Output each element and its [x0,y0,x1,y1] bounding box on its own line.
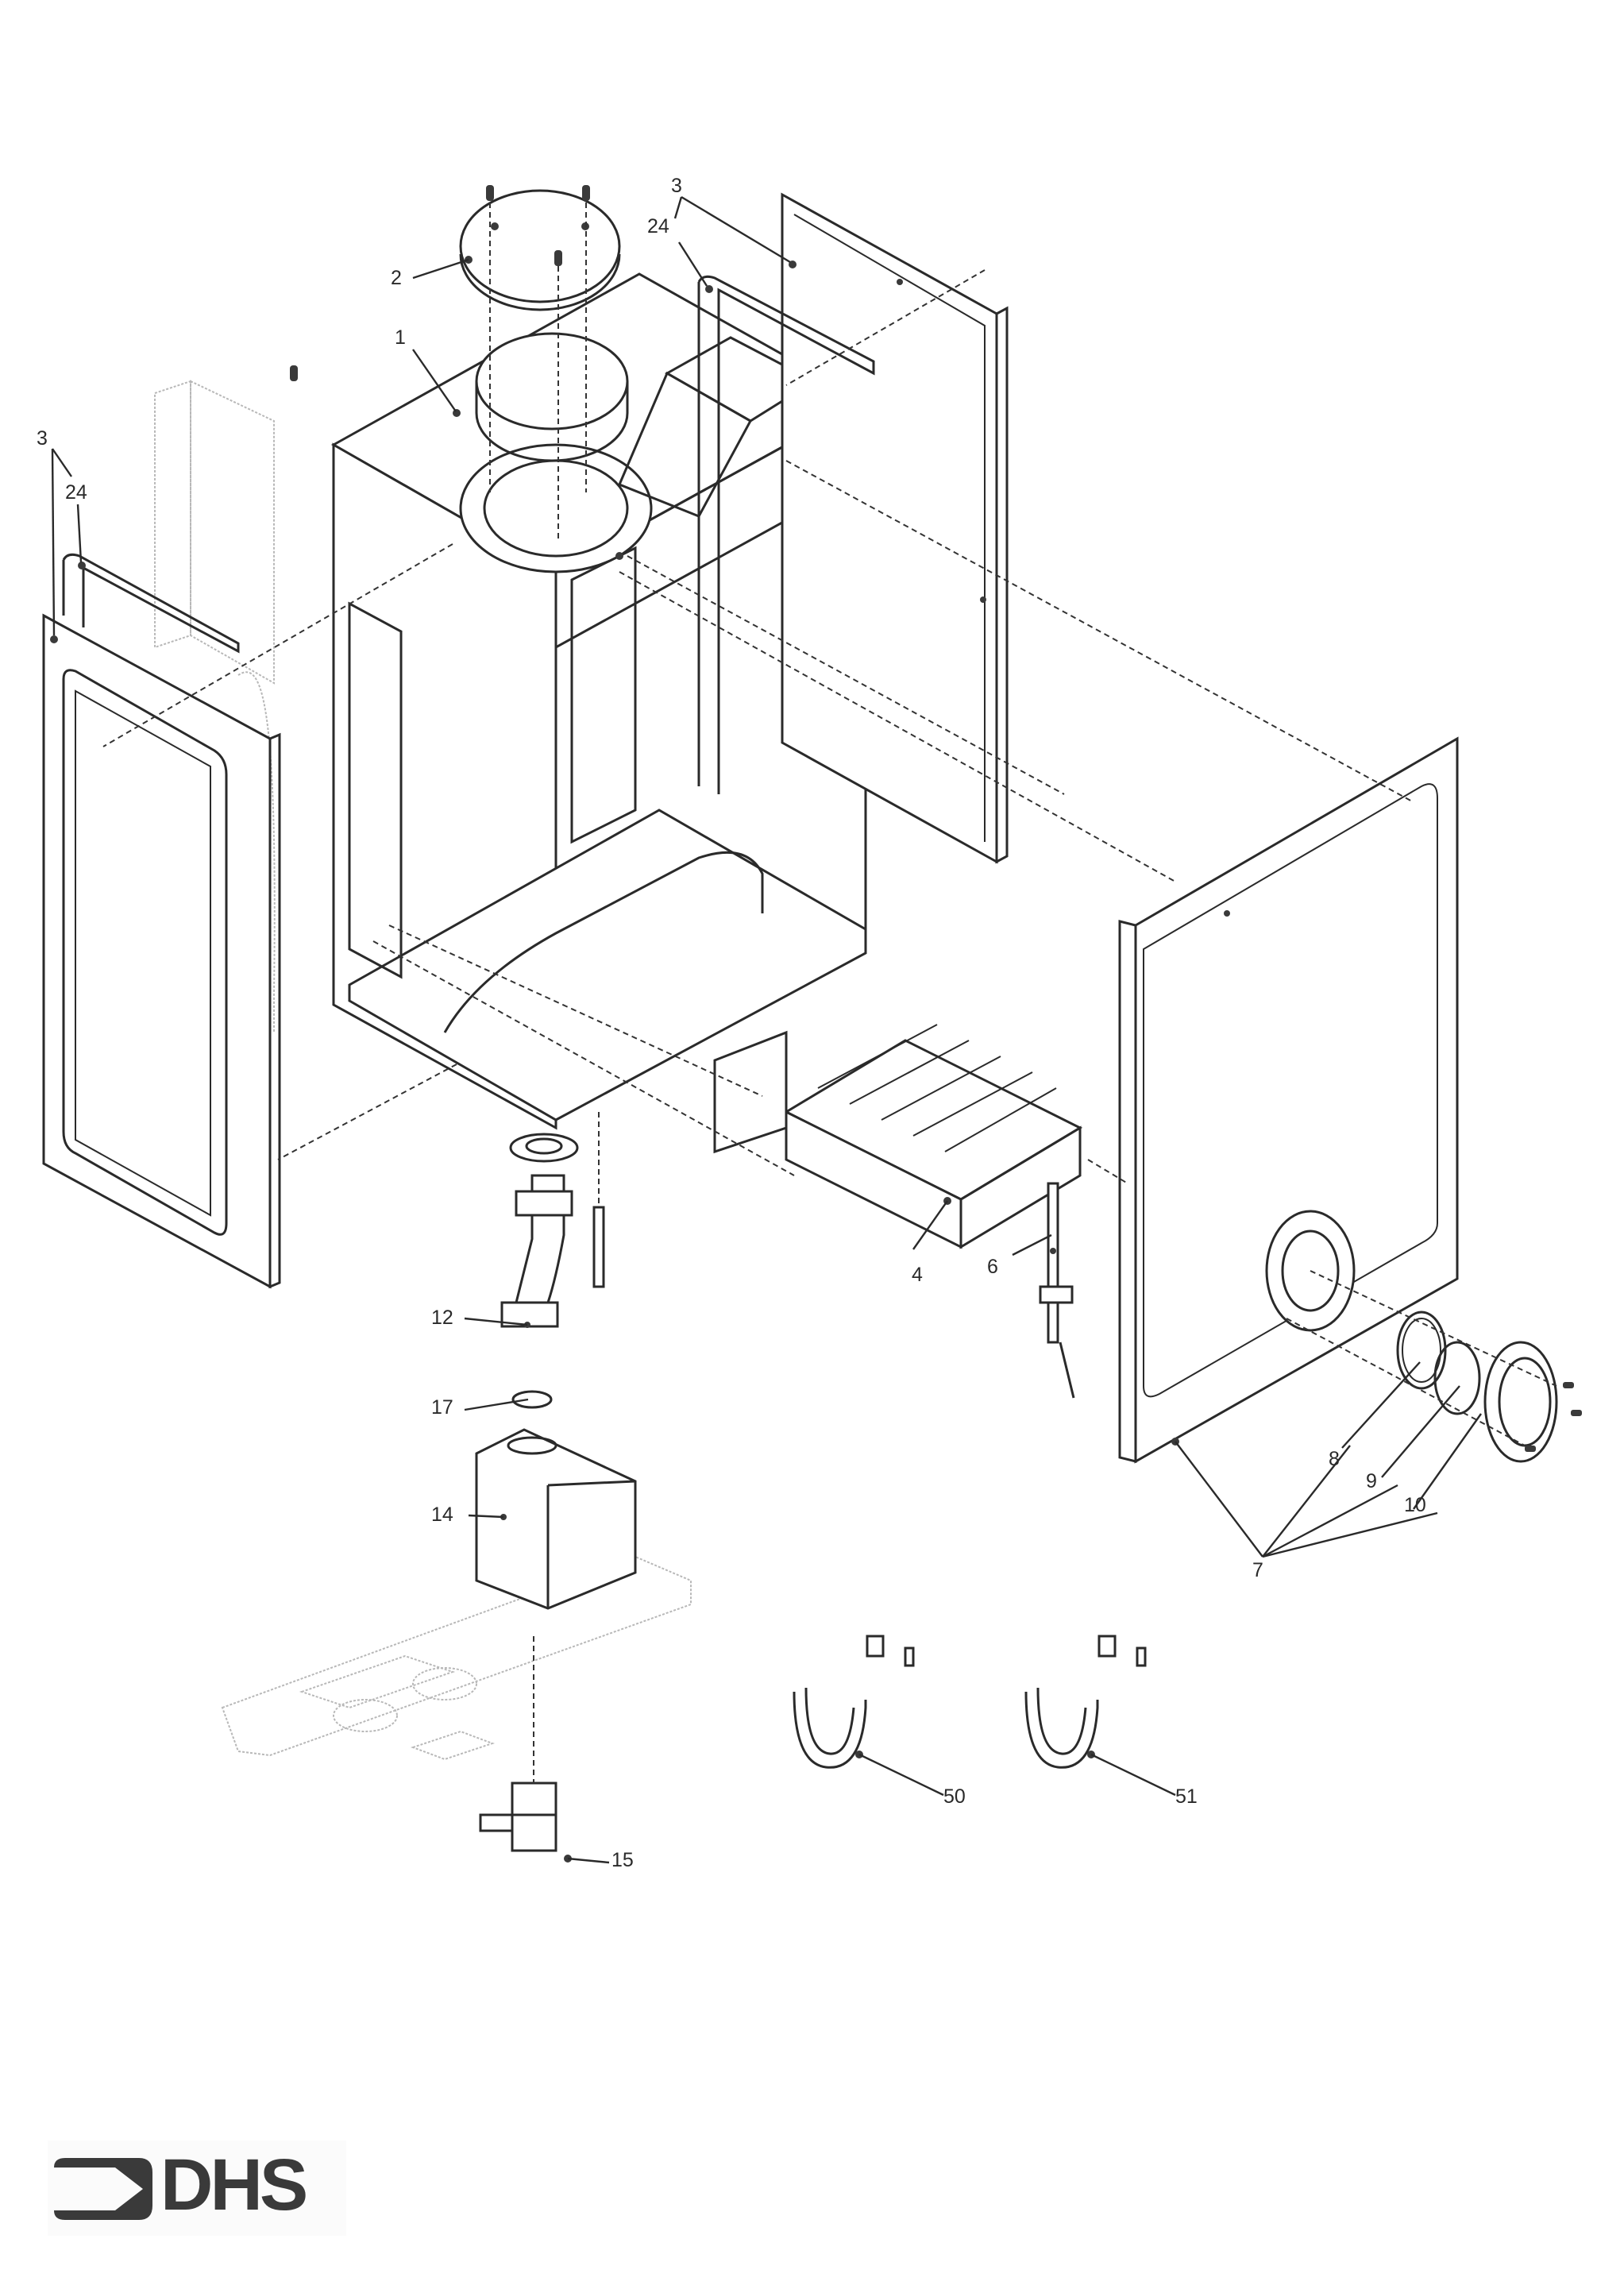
callout-label-24-right: 24 [647,215,669,237]
callout-label-24-left: 24 [65,481,87,504]
callout-label-1: 1 [395,326,406,349]
screws-top [290,185,590,540]
assembly-guide-lines [102,269,1557,1446]
wiring-harness-50 [793,1635,915,1769]
callout-label-8: 8 [1329,1448,1340,1470]
sealing-washer [511,1390,553,1409]
callout-label-10: 10 [1404,1494,1426,1516]
callout-label-51: 51 [1175,1785,1198,1808]
logo-text: DHS [160,2144,308,2225]
callout-label-50: 50 [943,1785,966,1808]
ghost-mounting-bracket [154,380,276,1033]
left-side-panel [42,613,281,1289]
callout-label-12: 12 [431,1307,453,1329]
pilot-tube [592,1112,605,1288]
callout-label-3-left: 3 [37,427,48,450]
callout-label-17: 17 [431,1396,453,1419]
gas-pipe-elbow [500,1174,573,1328]
burner-seal-washer [509,1133,579,1163]
flue-spacer-ring [475,332,629,462]
callout-leaders [51,195,1482,1864]
window-seal [1396,1311,1447,1390]
ghost-mounting-plate [221,1555,692,1761]
callout-label-6: 6 [987,1256,998,1278]
casing-frame [330,272,869,1130]
left-panel-seal [62,553,240,654]
electrode [1039,1182,1075,1399]
burner-assembly [713,1024,1083,1249]
gas-valve [475,1428,637,1610]
dhs-logo: DHS [48,2141,346,2236]
callout-label-3-right: 3 [671,175,682,197]
arrow-right-icon [54,2158,152,2220]
callout-label-15: 15 [611,1849,634,1871]
callout-label-7: 7 [1252,1559,1263,1581]
right-panel-seal [697,275,875,794]
window-glass [1433,1341,1481,1415]
callout-label-9: 9 [1366,1470,1377,1492]
callout-label-4: 4 [912,1264,923,1286]
flue-cover-plate [459,189,621,311]
gas-inlet-cock [479,1636,572,1863]
wiring-harness-51 [1024,1635,1147,1769]
window-retaining-ring [1483,1341,1582,1463]
callout-label-2: 2 [391,267,402,289]
right-rear-panel [781,192,1009,864]
front-panel [1118,736,1459,1464]
callout-label-14: 14 [431,1504,453,1526]
